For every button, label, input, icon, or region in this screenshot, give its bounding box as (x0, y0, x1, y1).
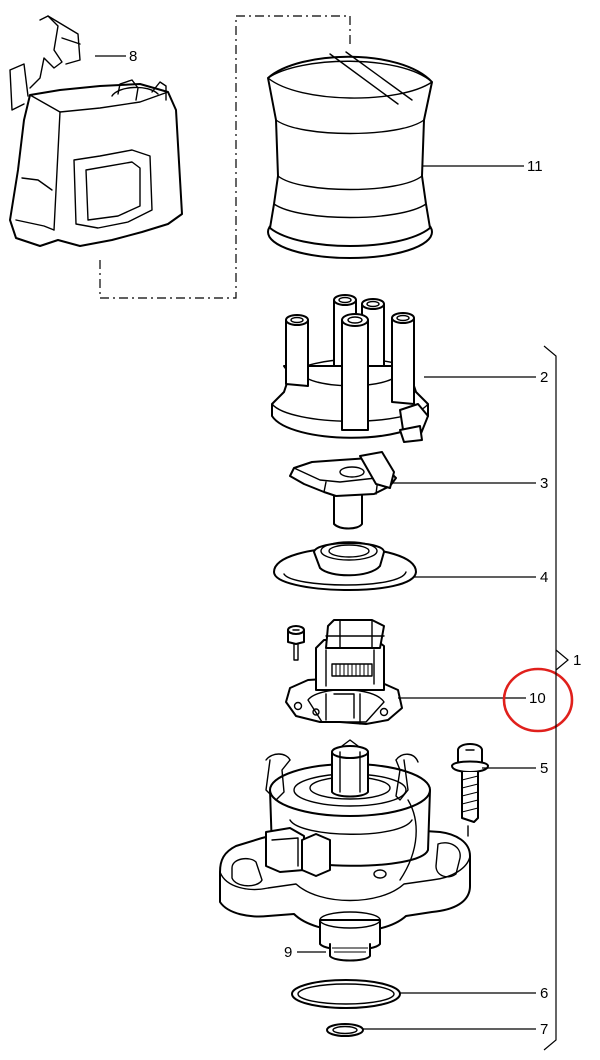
assembly-bracket (543, 345, 557, 1051)
callout-8: 8 (129, 48, 137, 65)
callout-6: 6 (540, 985, 548, 1002)
part-2-distributor-cap (271, 294, 429, 443)
callout-11: 11 (527, 158, 543, 175)
callout-7: 7 (540, 1021, 548, 1038)
distributor-housing (219, 739, 471, 962)
part-7-seal (326, 1023, 364, 1037)
assembly-bracket-point (555, 649, 569, 671)
part-10-hall-sender (285, 619, 403, 725)
callout-1: 1 (573, 652, 581, 669)
part-6-o-ring (291, 979, 401, 1009)
part-8-housing (9, 15, 183, 247)
callout-5: 5 (540, 760, 548, 777)
callout-9: 9 (284, 944, 292, 961)
part-4-dust-shield (273, 541, 417, 591)
highlight-circle-callout-10 (502, 667, 574, 733)
callout-4: 4 (540, 569, 548, 586)
callout-10: 10 (529, 690, 546, 707)
grouping-dashed-line (99, 15, 351, 299)
callout-2: 2 (540, 369, 548, 386)
callout-3: 3 (540, 475, 548, 492)
part-11-shield-cap (267, 51, 433, 259)
part-3-rotor (289, 451, 397, 530)
part-5-bolt (451, 743, 489, 837)
